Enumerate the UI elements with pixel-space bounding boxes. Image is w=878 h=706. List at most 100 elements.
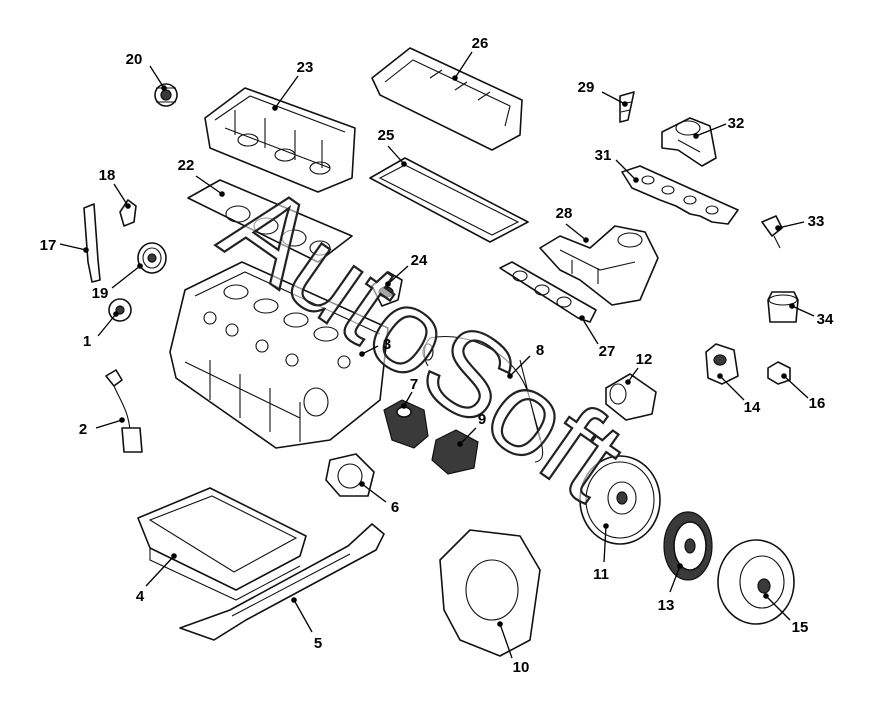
- callout-3: 3: [359, 336, 391, 357]
- callout-17: 17: [40, 237, 89, 254]
- callout-12: 12: [625, 351, 652, 385]
- callout-14: 14: [717, 373, 761, 416]
- callout-anchor-dot: [359, 481, 365, 487]
- callout-anchor-dot: [583, 237, 589, 243]
- part-33-sensor: [761, 215, 783, 249]
- callout-anchor-dot: [633, 177, 639, 183]
- callout-label: 9: [478, 411, 486, 428]
- callout-leader: [95, 419, 123, 429]
- callout-anchor-dot: [359, 351, 365, 357]
- callout-13: 13: [658, 563, 683, 614]
- callout-19: 19: [92, 263, 143, 302]
- callout-leader: [113, 183, 129, 207]
- part-18-bracket: [119, 199, 137, 227]
- callout-leader: [777, 221, 805, 229]
- callout-anchor-dot: [83, 247, 89, 253]
- callout-label: 31: [595, 147, 612, 164]
- callout-anchor-dot: [677, 563, 683, 569]
- callout-label: 1: [83, 333, 91, 350]
- callout-18: 18: [99, 167, 131, 209]
- callout-label: 22: [178, 157, 195, 174]
- callout-anchor-dot: [579, 315, 585, 321]
- callout-label: 10: [513, 659, 530, 676]
- callout-anchor-dot: [497, 621, 503, 627]
- callout-label: 4: [136, 588, 145, 605]
- callout-anchor-dot: [452, 75, 458, 81]
- part-16-engine-mount: [767, 361, 791, 385]
- callout-anchor-dot: [625, 379, 631, 385]
- callout-anchor-dot: [622, 101, 628, 107]
- part-20-pulley: [154, 83, 178, 107]
- callout-31: 31: [595, 147, 639, 183]
- callout-label: 13: [658, 597, 675, 614]
- callout-label: 24: [411, 252, 428, 269]
- callout-leader: [59, 243, 87, 251]
- callout-leader: [581, 317, 599, 345]
- callout-leader: [195, 175, 223, 195]
- callout-33: 33: [775, 213, 824, 231]
- callout-leader: [149, 65, 165, 89]
- part-5-crossmember: [179, 523, 385, 641]
- callout-leader: [765, 595, 791, 621]
- part-26-valve-cover: [371, 47, 523, 151]
- callout-anchor-dot: [401, 403, 407, 409]
- callout-label: 32: [728, 115, 745, 132]
- callout-2: 2: [79, 417, 125, 438]
- callout-label: 14: [744, 399, 761, 416]
- callout-leader: [97, 313, 117, 337]
- callout-leader: [387, 145, 405, 165]
- part-19-pulley: [137, 242, 167, 274]
- callout-25: 25: [378, 127, 407, 167]
- callout-label: 27: [599, 343, 616, 360]
- callout-label: 11: [593, 566, 609, 583]
- callout-anchor-dot: [693, 133, 699, 139]
- callout-26: 26: [452, 35, 488, 81]
- part-4-oil-pan: [137, 487, 307, 601]
- callout-anchor-dot: [125, 203, 131, 209]
- callout-anchor-dot: [789, 303, 795, 309]
- callout-label: 23: [297, 59, 314, 76]
- part-8-wiring-harness: [422, 336, 544, 463]
- part-23-cylinder-head: [204, 87, 356, 193]
- callout-leader: [719, 375, 745, 401]
- callout-7: 7: [401, 376, 418, 409]
- callout-anchor-dot: [401, 161, 407, 167]
- callout-9: 9: [457, 411, 486, 447]
- part-12-starter: [605, 373, 657, 421]
- callout-label: 18: [99, 167, 116, 184]
- callout-leader: [145, 555, 175, 587]
- part-13-clutch-disc: [663, 511, 713, 581]
- callout-leader: [361, 345, 379, 355]
- callout-5: 5: [291, 597, 322, 652]
- callout-anchor-dot: [717, 373, 723, 379]
- part-11-flywheel: [579, 455, 661, 545]
- part-24-mount: [371, 271, 403, 307]
- callout-label: 33: [808, 213, 825, 230]
- callout-anchor-dot: [113, 311, 119, 317]
- part-29-sensor: [619, 91, 635, 123]
- callout-leader: [783, 375, 809, 399]
- callout-leader: [791, 305, 815, 317]
- callout-8: 8: [507, 342, 544, 379]
- part-31-manifold-gasket: [621, 165, 739, 225]
- callout-32: 32: [693, 115, 744, 139]
- callout-anchor-dot: [272, 105, 278, 111]
- callout-anchor-dot: [763, 593, 769, 599]
- callout-27: 27: [579, 315, 615, 360]
- callout-11: 11: [593, 523, 609, 583]
- callout-label: 25: [378, 127, 395, 144]
- callout-leader: [274, 75, 299, 109]
- callout-label: 20: [126, 51, 143, 68]
- callout-leader: [361, 483, 387, 503]
- callout-1: 1: [83, 311, 119, 350]
- callout-label: 12: [636, 351, 653, 368]
- callout-22: 22: [178, 157, 225, 197]
- part-15-pressure-plate: [717, 539, 795, 625]
- callout-label: 29: [578, 79, 595, 96]
- callout-24: 24: [385, 252, 428, 287]
- callout-15: 15: [763, 593, 808, 636]
- callout-34: 34: [789, 303, 834, 328]
- callout-label: 6: [391, 499, 399, 516]
- callout-29: 29: [578, 79, 628, 107]
- callout-23: 23: [272, 59, 313, 111]
